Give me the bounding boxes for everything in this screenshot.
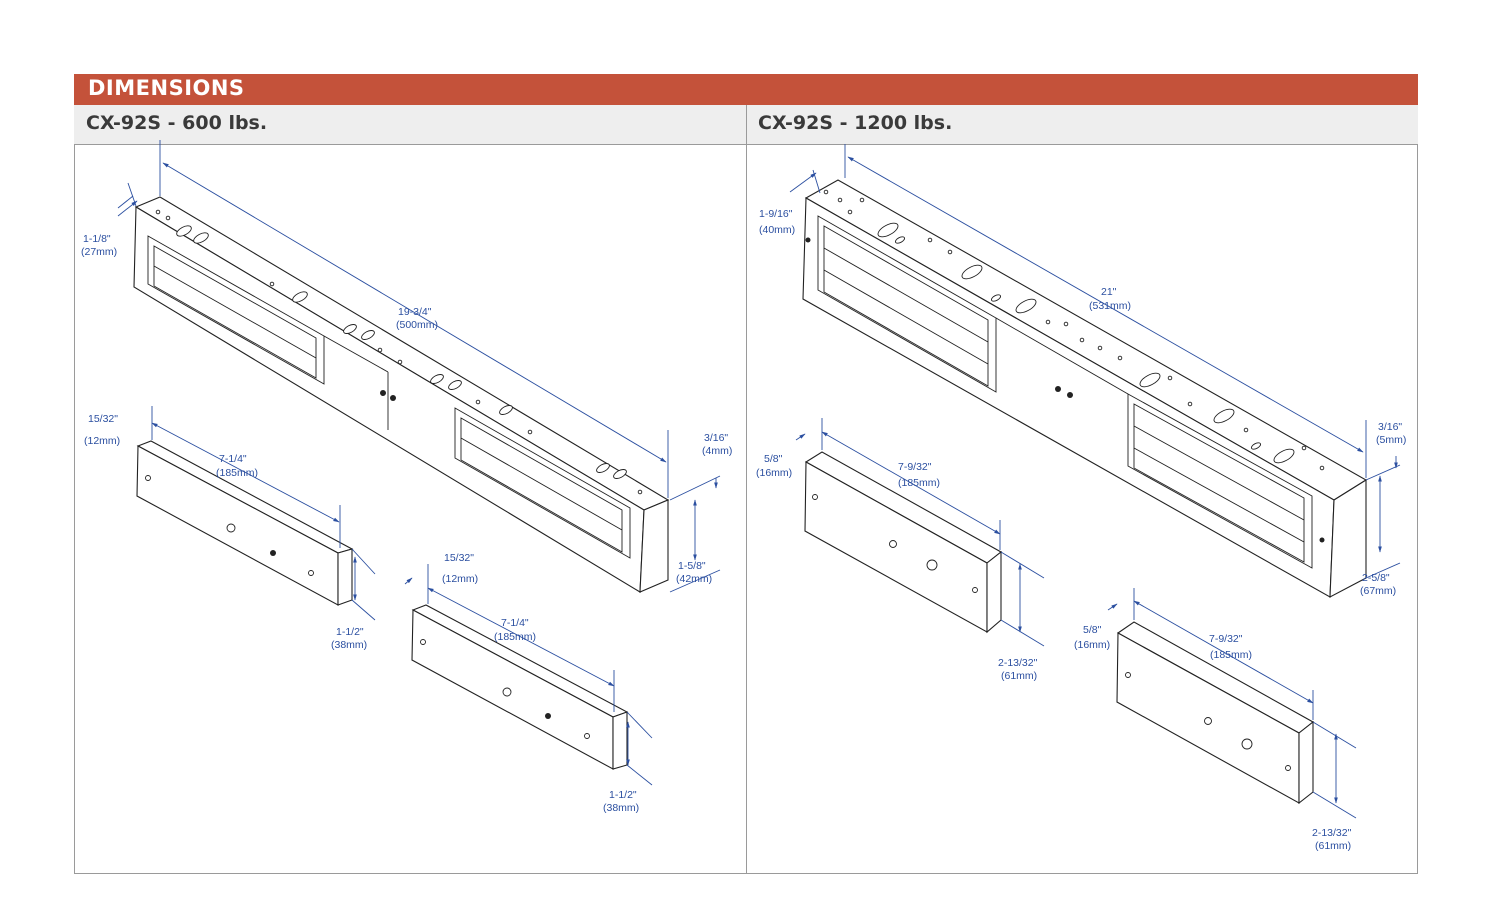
column-divider <box>746 105 747 874</box>
model-header-600: CX-92S - 600 lbs. <box>74 105 746 145</box>
label-a1-h: 1-1/2" <box>336 626 364 638</box>
label-a2-len: 7-1/4" <box>501 617 529 629</box>
label-a2-h-mm: (38mm) <box>603 802 639 814</box>
label-depth-1200: 1-9/16" <box>759 208 793 220</box>
label-a1-h-mm-1200: (61mm) <box>1001 670 1037 682</box>
label-a1-thick-mm-1200: (16mm) <box>756 467 792 479</box>
label-plate-gap-mm: (4mm) <box>702 445 732 457</box>
label-a2-thick: 15/32" <box>444 552 474 564</box>
label-a1-len-1200: 7-9/32" <box>898 461 932 473</box>
label-height: 1-5/8" <box>678 560 706 572</box>
label-plate-gap-1200: 3/16" <box>1378 421 1402 433</box>
label-depth-mm: (27mm) <box>81 246 117 258</box>
label-a1-h-1200: 2-13/32" <box>998 657 1038 669</box>
model-header-1200: CX-92S - 1200 lbs. <box>746 105 1418 145</box>
dimension-lines-600 <box>117 140 721 786</box>
armature-600-b <box>411 604 629 770</box>
label-a2-len-mm: (185mm) <box>494 631 536 643</box>
dimension-labels-600: 1-1/8" (27mm) 19-3/4" (500mm) 3/16" (4mm… <box>81 233 732 814</box>
label-a1-len-mm: (185mm) <box>216 467 258 479</box>
label-plate-gap: 3/16" <box>704 432 728 444</box>
label-length-mm: (500mm) <box>396 319 438 331</box>
label-plate-gap-mm-1200: (5mm) <box>1376 434 1406 446</box>
label-length-1200: 21" <box>1101 286 1117 298</box>
label-a1-thick-1200: 5/8" <box>764 453 783 465</box>
section-header: DIMENSIONS <box>74 74 1418 105</box>
label-length: 19-3/4" <box>398 306 432 318</box>
label-a1-thick-mm: (12mm) <box>84 435 120 447</box>
label-a2-len-mm-1200: (185mm) <box>1210 649 1252 661</box>
section-title: DIMENSIONS <box>88 76 245 100</box>
label-depth: 1-1/8" <box>83 233 111 245</box>
label-a1-h-mm: (38mm) <box>331 639 367 651</box>
label-a1-len-mm-1200: (185mm) <box>898 477 940 489</box>
label-a2-thick-mm: (12mm) <box>442 573 478 585</box>
label-a2-h: 1-1/2" <box>609 789 637 801</box>
label-a2-len-1200: 7-9/32" <box>1209 633 1243 645</box>
dimension-labels-1200: 1-9/16" (40mm) 21" (531mm) 3/16" (5mm) 2… <box>756 208 1406 852</box>
label-height-mm-1200: (67mm) <box>1360 585 1396 597</box>
label-a2-thick-1200: 5/8" <box>1083 624 1102 636</box>
label-a1-len: 7-1/4" <box>219 453 247 465</box>
label-length-mm-1200: (531mm) <box>1089 300 1131 312</box>
label-height-mm: (42mm) <box>676 573 712 585</box>
label-a2-h-1200: 2-13/32" <box>1312 827 1352 839</box>
model-label-1200: CX-92S - 1200 lbs. <box>758 112 953 134</box>
label-a2-thick-mm-1200: (16mm) <box>1074 639 1110 651</box>
armature-600-a <box>136 440 354 606</box>
dimensions-section: DIMENSIONS CX-92S - 600 lbs. CX-92S - 12… <box>74 74 1418 874</box>
label-a2-h-mm-1200: (61mm) <box>1315 840 1351 852</box>
model-label-600: CX-92S - 600 lbs. <box>86 112 268 134</box>
label-height-1200: 2-5/8" <box>1362 572 1390 584</box>
label-depth-mm-1200: (40mm) <box>759 224 795 236</box>
dimension-lines-1200 <box>789 144 1401 819</box>
label-a1-thick: 15/32" <box>88 413 118 425</box>
